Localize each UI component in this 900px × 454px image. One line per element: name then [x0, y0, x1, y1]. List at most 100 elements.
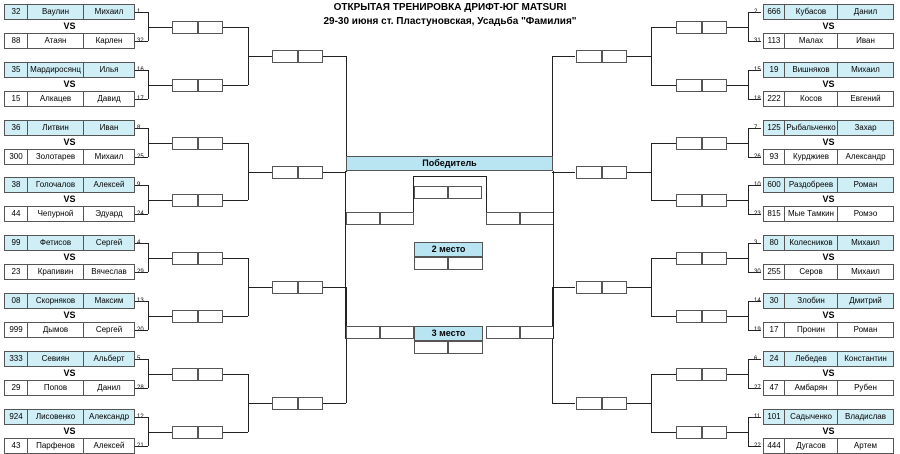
bracket-line — [135, 301, 148, 302]
bracket-line — [148, 127, 149, 157]
driver-surname: Пронин — [784, 322, 838, 338]
driver-surname: Злобин — [784, 293, 838, 309]
bracket-line — [223, 431, 248, 433]
advance-slot — [272, 165, 298, 179]
bracket-line — [552, 171, 575, 173]
bracket-line — [223, 316, 248, 317]
driver-number: 08 — [4, 293, 28, 309]
bracket-line — [651, 27, 652, 85]
driver-number: 80 — [763, 235, 785, 252]
bracket-line — [323, 287, 346, 289]
driver-name: Иван — [837, 33, 894, 49]
advance-slot — [576, 396, 602, 410]
bracket-line — [725, 200, 749, 202]
driver-number: 38 — [4, 177, 28, 194]
driver-number: 29 — [4, 379, 28, 396]
driver-surname: Крапивин — [27, 264, 84, 281]
final-slot — [414, 186, 448, 199]
bracket-line — [135, 41, 148, 42]
bracket-line — [725, 373, 749, 375]
vs-label: VS — [63, 21, 76, 31]
semi-loser-slot — [346, 326, 380, 339]
bracket-line — [748, 127, 749, 157]
driver-surname: Дугасов — [784, 437, 838, 454]
advance-slot — [272, 396, 298, 410]
advance-slot — [298, 49, 323, 63]
bracket-line — [346, 55, 347, 172]
vs-label: VS — [63, 136, 76, 147]
driver-name: Данил — [83, 379, 135, 396]
bracket-line — [748, 12, 761, 13]
advance-slot — [602, 49, 627, 63]
advance-slot — [676, 310, 702, 323]
bracket-line — [748, 41, 761, 42]
driver-surname: Косов — [784, 90, 838, 107]
bracket-line — [135, 416, 148, 418]
driver-surname: Литвин — [27, 119, 84, 136]
bracket-line — [135, 272, 148, 274]
final-slot — [520, 212, 554, 225]
bracket-line — [346, 287, 347, 403]
place-slot — [448, 341, 483, 354]
bracket-line — [148, 416, 149, 446]
bracket-line — [552, 287, 553, 403]
bracket-line — [135, 69, 148, 71]
driver-number: 666 — [763, 4, 785, 20]
driver-number: 36 — [4, 119, 28, 136]
advance-slot — [576, 281, 602, 295]
bracket-line — [627, 287, 651, 289]
driver-surname: Атаян — [27, 33, 84, 49]
bracket-line — [148, 301, 149, 330]
bracket-line — [135, 214, 148, 216]
driver-surname: Чепурной — [27, 206, 84, 223]
bracket-line — [553, 171, 554, 339]
bracket-line — [748, 243, 761, 245]
bracket-line — [223, 84, 248, 86]
driver-surname: Мардиросянц — [27, 61, 84, 78]
driver-surname: Дымов — [27, 322, 84, 338]
driver-surname: Курджиев — [784, 148, 838, 165]
driver-name: Илья — [83, 61, 135, 78]
bracket-line — [748, 358, 749, 388]
driver-name: Евгений — [837, 90, 894, 107]
bracket-line — [552, 55, 575, 57]
bracket-line — [148, 358, 149, 388]
bracket-line — [627, 402, 651, 404]
advance-slot — [702, 21, 727, 34]
advance-slot — [198, 252, 223, 266]
bracket-line — [148, 12, 149, 41]
bracket-line — [223, 373, 248, 375]
bracket-line — [413, 176, 414, 212]
advance-slot — [198, 21, 223, 34]
driver-name: Вячеслав — [83, 264, 135, 281]
bracket-line — [748, 214, 761, 216]
bracket-line — [748, 69, 761, 71]
bracket-line — [627, 55, 651, 57]
bracket-line — [651, 373, 652, 432]
vs-label: VS — [63, 78, 76, 89]
advance-slot — [702, 78, 727, 92]
vs-label: VS — [63, 252, 76, 263]
driver-name: Роман — [837, 322, 894, 338]
bracket-line — [725, 316, 749, 317]
driver-surname: Ваулин — [27, 4, 84, 20]
bracket-line — [627, 171, 651, 173]
vs-label: VS — [63, 425, 76, 436]
bracket-line — [135, 358, 148, 360]
driver-surname: Мые Тамкин — [784, 206, 838, 223]
driver-name: Дмитрий — [837, 293, 894, 309]
driver-name: Ромэо — [837, 206, 894, 223]
final-slot — [346, 212, 380, 225]
driver-name: Михаил — [83, 148, 135, 165]
bracket-line — [148, 373, 172, 375]
driver-name: Сергей — [83, 322, 135, 338]
driver-surname: Рыбальченко — [784, 119, 838, 136]
driver-name: Алексей — [83, 437, 135, 454]
driver-name: Карлен — [83, 33, 135, 49]
driver-number: 44 — [4, 206, 28, 223]
driver-number: 924 — [4, 408, 28, 425]
advance-slot — [702, 194, 727, 208]
bracket-line — [748, 243, 749, 273]
bracket-line — [748, 416, 761, 418]
advance-slot — [198, 136, 223, 150]
